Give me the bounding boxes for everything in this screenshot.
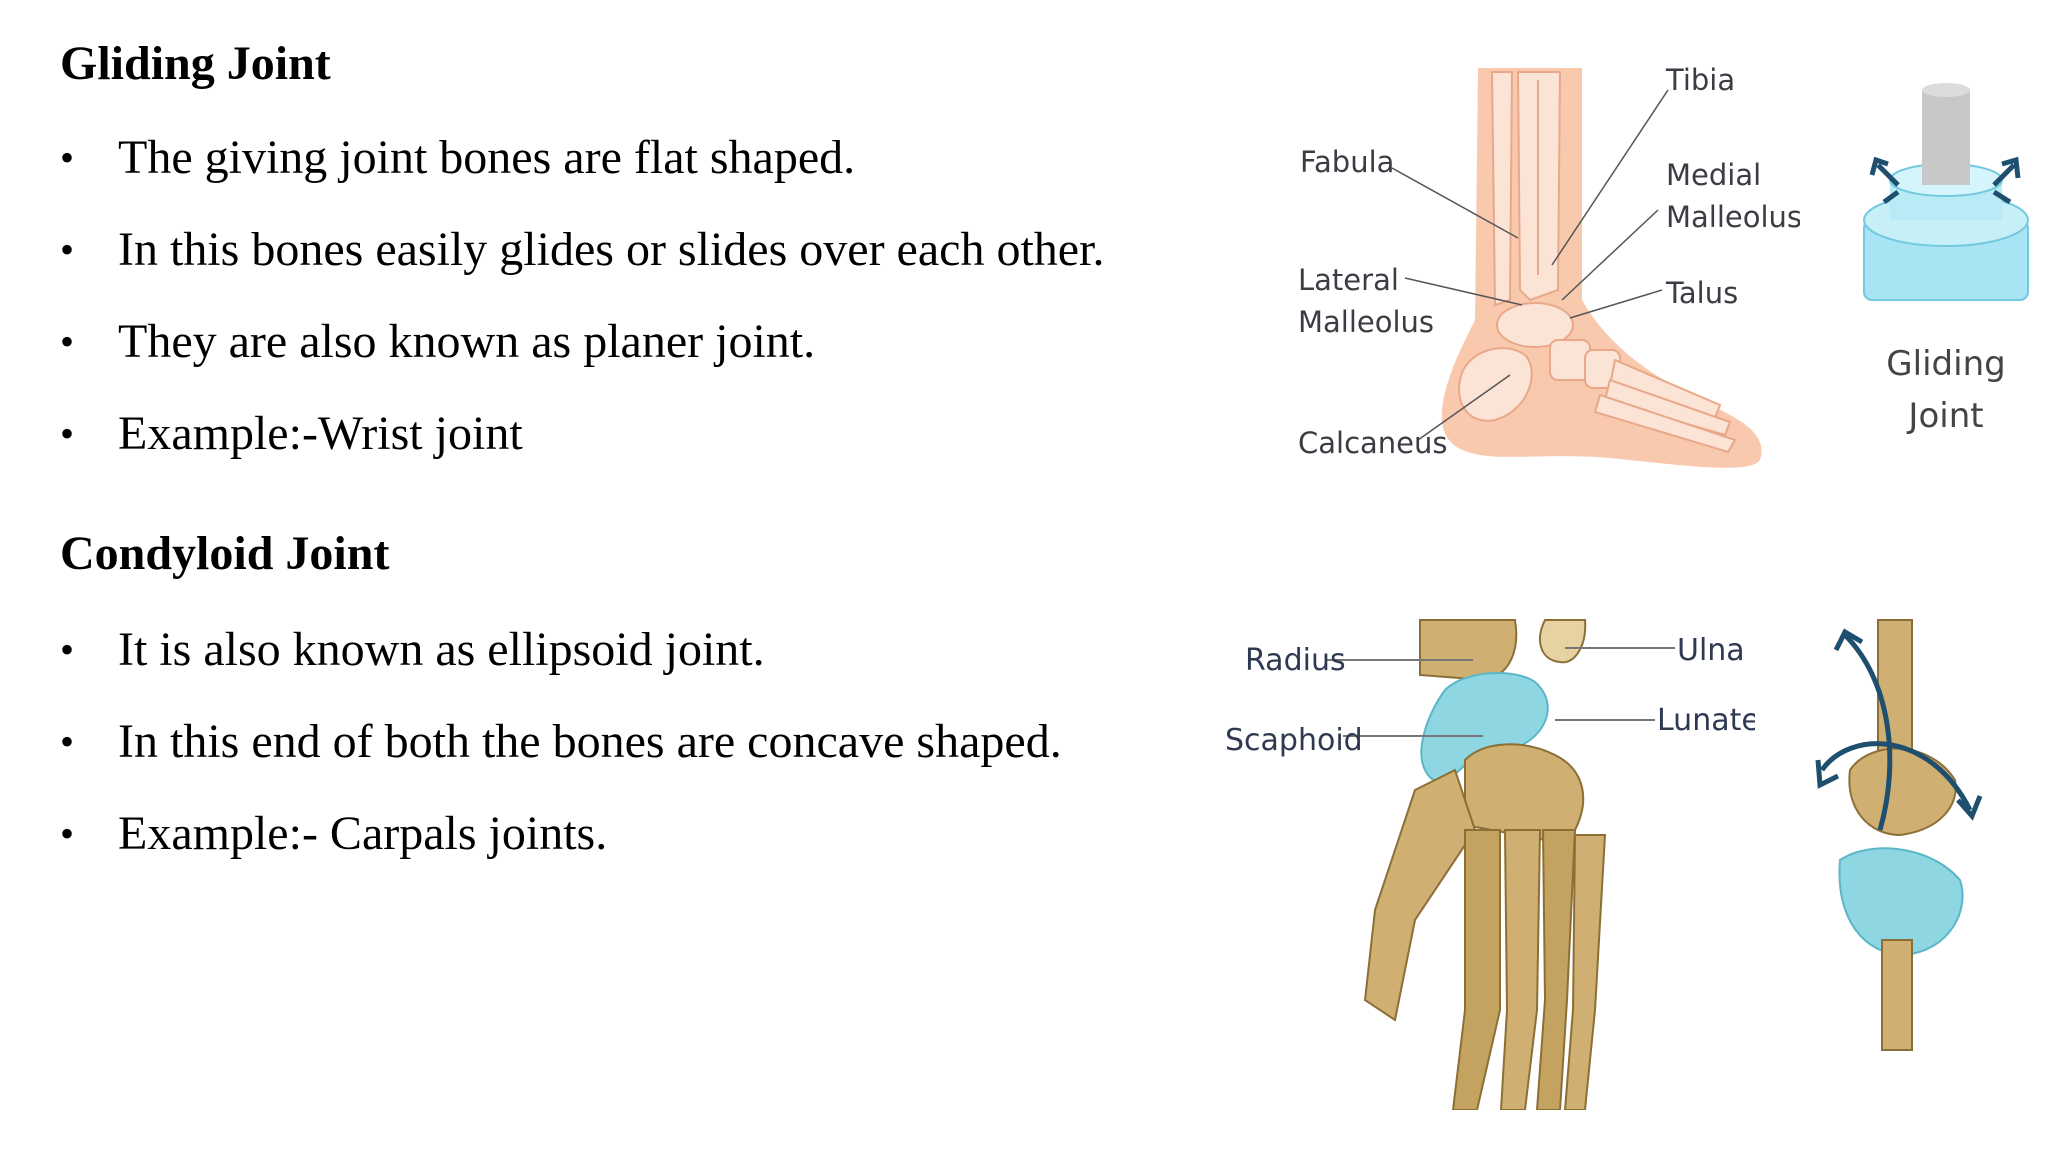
gliding-joint-caption-line1: Gliding — [1886, 344, 2005, 384]
ankle-anatomy-figure: Fabula Lateral Malleolus Calcaneus Tibia… — [1298, 63, 1800, 468]
scaphoid-label: Scaphoid — [1225, 723, 1363, 758]
bullet-marker: • — [60, 319, 75, 364]
ulna-label: Ulna — [1677, 633, 1745, 668]
condyloid-joint-bullet-list: • It is also known as ellipsoid joint. • I… — [60, 626, 1062, 902]
fabula-label: Fabula — [1300, 145, 1394, 179]
list-item: • Example:-Wrist joint — [60, 410, 1104, 502]
wrist-right-labels: Ulna Lunate — [1615, 633, 1755, 738]
list-item: • In this bones easily glides or slides o… — [60, 226, 1104, 318]
tibia-label: Tibia — [1665, 63, 1735, 97]
list-item: • In this end of both the bones are conca… — [60, 718, 1062, 810]
list-item: • The giving joint bones are flat shaped. — [60, 134, 1104, 226]
gliding-joint-heading: Gliding Joint — [60, 37, 331, 90]
lateral-malleolus-label-line1: Lateral — [1298, 263, 1399, 297]
leader-lines — [1327, 647, 1615, 737]
bullet-text: They are also known as planer joint. — [118, 315, 816, 368]
bullet-text: In this bones easily glides or slides ov… — [118, 223, 1105, 276]
list-item: • Example:- Carpals joints. — [60, 810, 1062, 902]
motion-arrows-icon — [1869, 156, 2021, 205]
condyloid-joint-heading: Condyloid Joint — [60, 527, 390, 580]
bullet-text: The giving joint bones are flat shaped. — [118, 131, 856, 184]
wrist-anatomy-figure: Radius Scaphoid — [1225, 619, 1615, 1110]
medial-malleolus-label-line2: Malleolus — [1666, 200, 1800, 234]
bullet-marker: • — [60, 811, 75, 856]
hand-bones-illustration — [1363, 619, 1607, 1110]
radius-label: Radius — [1245, 643, 1346, 678]
calcaneus-label: Calcaneus — [1298, 426, 1448, 460]
foot-illustration — [1441, 68, 1762, 468]
lunate-label: Lunate — [1657, 703, 1755, 738]
bullet-text: Example:- Carpals joints. — [118, 807, 608, 860]
rotation-arrows-icon — [1815, 628, 1983, 831]
list-item: • It is also known as ellipsoid joint. — [60, 626, 1062, 718]
medial-malleolus-label-line1: Medial — [1666, 158, 1761, 192]
bullet-text: Example:-Wrist joint — [118, 407, 523, 460]
bullet-marker: • — [60, 719, 75, 764]
lateral-malleolus-label-line2: Malleolus — [1298, 305, 1434, 339]
bullet-text: In this end of both the bones are concav… — [118, 715, 1062, 768]
bullet-marker: • — [60, 411, 75, 456]
bullet-marker: • — [60, 627, 75, 672]
talus-label: Talus — [1665, 276, 1738, 310]
gliding-joint-bullet-list: • The giving joint bones are flat shaped.… — [60, 134, 1104, 502]
bullet-text: It is also known as ellipsoid joint. — [118, 623, 765, 676]
gliding-joint-icon: Gliding Joint — [1863, 83, 2029, 436]
condyloid-joint-icon — [1815, 619, 1983, 1051]
list-item: • They are also known as planer joint. — [60, 318, 1104, 410]
gliding-joint-caption-line2: Joint — [1906, 396, 1983, 436]
leader-lines — [1391, 89, 1669, 441]
bullet-marker: • — [60, 135, 75, 180]
bullet-marker: • — [60, 227, 75, 272]
